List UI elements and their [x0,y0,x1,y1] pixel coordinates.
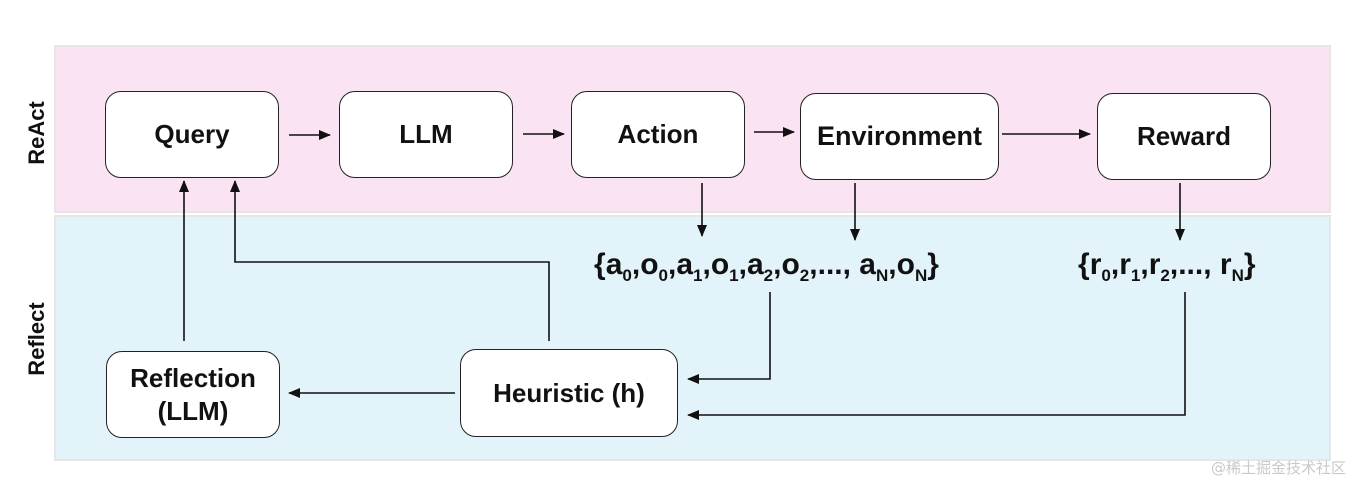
arrow-rewards-to-heuristic [687,292,1186,420]
query-node: Query [105,91,279,178]
arrow-actions-to-heuristic [687,292,771,384]
reflection-label-line1: Reflection [130,363,256,393]
environment-node: Environment [800,93,999,180]
action-observation-term: aN [850,248,889,285]
action-observation-sequence: {a0,o0,a1,o1,a2,o2,..., aN,oN} [594,248,939,285]
reward-term: ... [1178,248,1204,281]
action-observation-term: o1 [710,248,739,285]
reward-sequence: {r0,r1,r2,..., rN} [1078,248,1256,285]
reflection-label-line2: (LLM) [157,395,229,426]
heuristic-label: Heuristic (h) [493,377,645,408]
action-observation-term: o2 [781,248,810,285]
action-label: Action [617,119,699,150]
reward-term: r0 [1089,248,1111,285]
action-observation-term: oN [896,248,928,285]
action-observation-term: ... [817,248,843,281]
query-label: Query [154,119,230,150]
action-observation-term: a1 [676,248,703,285]
reward-node: Reward [1097,93,1271,180]
reward-term: r2 [1148,248,1170,285]
action-observation-term: a2 [746,248,774,285]
reward-term: rN [1211,248,1244,285]
action-node: Action [571,91,745,178]
llm-node: LLM [339,91,513,178]
reward-label: Reward [1137,121,1231,152]
action-observation-term: a0 [605,248,632,285]
llm-label: LLM [399,119,453,150]
action-observation-term: o0 [640,248,668,285]
reflection-node: Reflection (LLM) [106,351,280,438]
environment-label: Environment [816,120,983,151]
watermark: @稀土掘金技术社区 [1210,459,1346,477]
reward-term: r1 [1119,248,1141,285]
heuristic-node: Heuristic (h) [460,349,678,437]
arrow-heuristic-to-query [230,180,550,341]
